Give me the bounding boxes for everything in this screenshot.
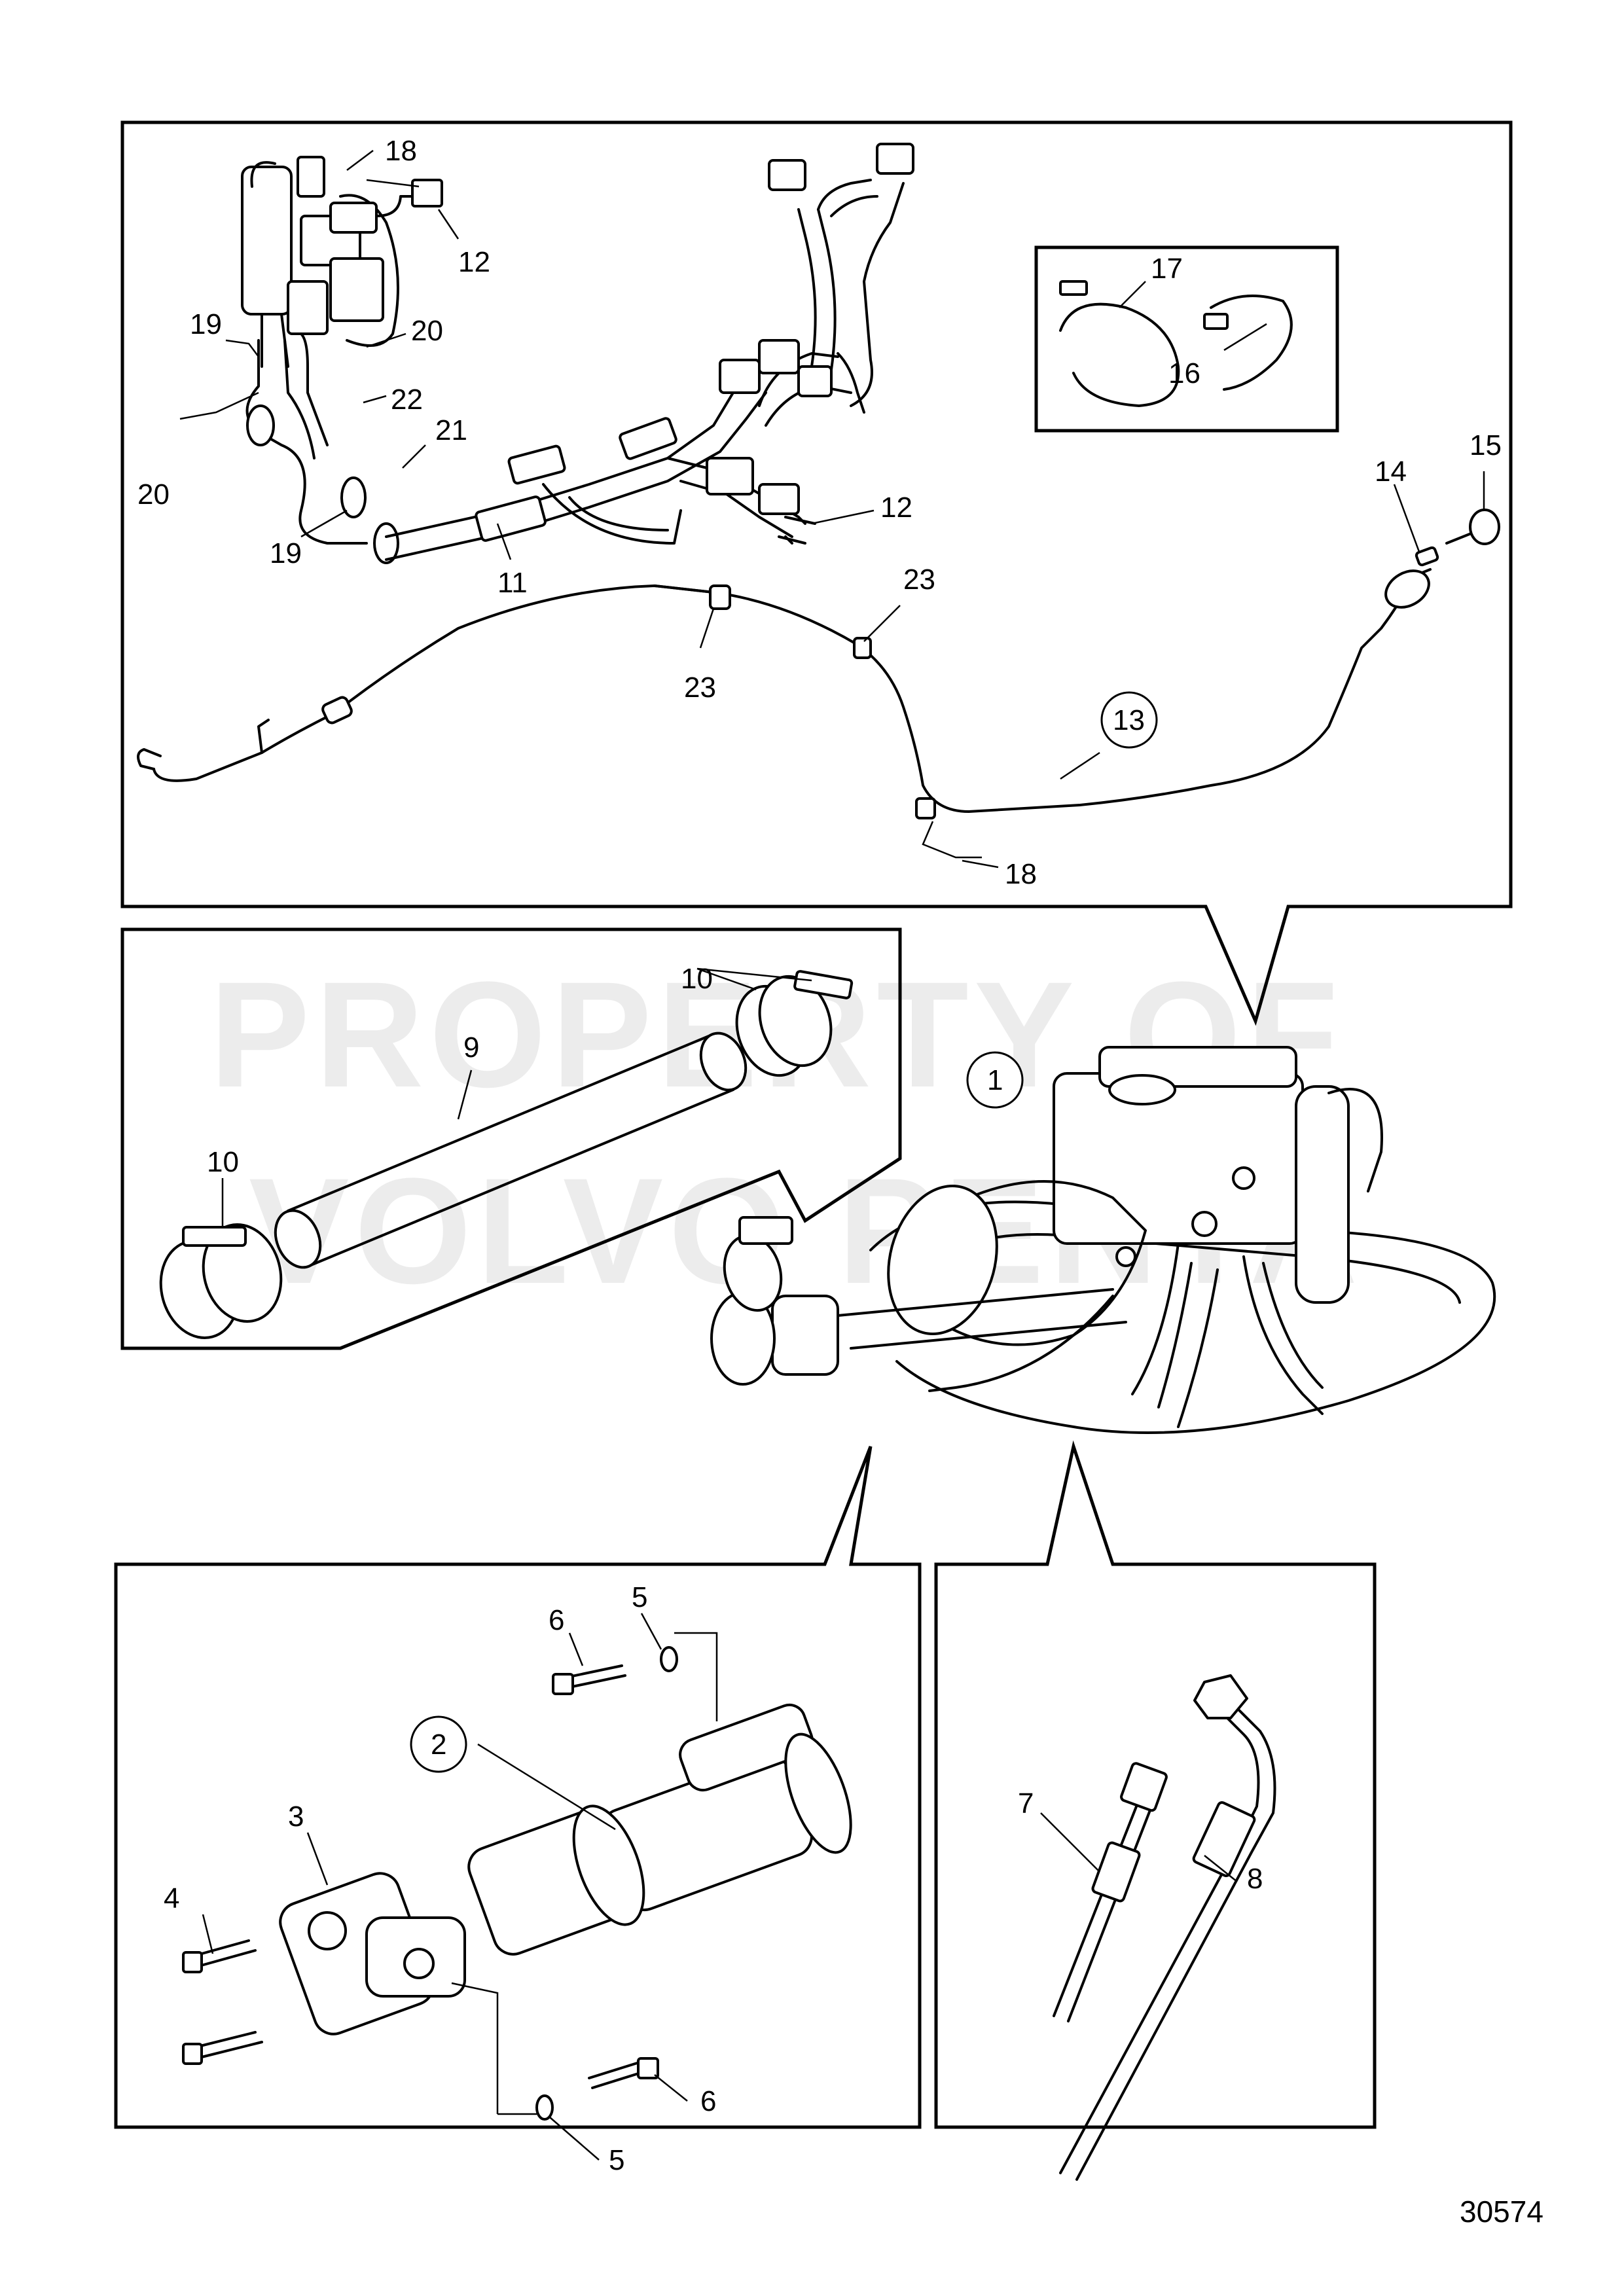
callout-18-bottom: 18 xyxy=(1005,858,1037,890)
cable-ties-box xyxy=(1034,245,1339,433)
callout-10-lower: 10 xyxy=(207,1146,239,1178)
callout-4: 4 xyxy=(164,1882,179,1914)
panel-pipes xyxy=(934,1440,1377,2181)
callout-3: 3 xyxy=(288,1801,304,1833)
pipe-7 xyxy=(1053,1762,1168,2022)
callout-7: 7 xyxy=(1018,1787,1034,1820)
callout-circle-2 xyxy=(410,1715,467,1773)
callout-23-right: 23 xyxy=(903,564,935,596)
callout-15: 15 xyxy=(1470,429,1502,461)
callout-19-upper: 19 xyxy=(190,308,222,340)
callout-2: 2 xyxy=(431,1729,446,1761)
callouts: 18 12 19 20 22 21 20 19 11 12 17 16 15 1… xyxy=(137,135,1502,2176)
main-assembly-1 xyxy=(710,1046,1496,1434)
bolts-6 xyxy=(552,1664,659,2089)
cable-13 xyxy=(137,568,1432,819)
callout-11: 11 xyxy=(497,567,528,599)
callout-21: 21 xyxy=(435,414,467,446)
callout-18-top: 18 xyxy=(385,135,417,167)
clamps-10-upper xyxy=(735,970,854,1077)
terminal-14-15 xyxy=(1415,509,1500,567)
panel-hose-clamps xyxy=(120,927,902,1350)
callout-6-lower: 6 xyxy=(700,2085,716,2117)
washers-5 xyxy=(535,1646,678,2121)
universal-joint-3 xyxy=(279,1872,466,2036)
callout-16: 16 xyxy=(1168,357,1200,389)
callout-5-upper: 5 xyxy=(632,1581,647,1613)
callout-13: 13 xyxy=(1113,704,1145,736)
control-unit-assembly xyxy=(241,156,443,564)
callout-8: 8 xyxy=(1247,1863,1263,1895)
main-harness-11 xyxy=(385,143,914,561)
callout-19-lower: 19 xyxy=(270,537,302,569)
callout-1: 1 xyxy=(987,1064,1003,1096)
document-number: 30574 xyxy=(1460,2195,1543,2229)
callout-6-upper: 6 xyxy=(549,1604,564,1636)
panel-propeller-shaft xyxy=(114,1446,922,2129)
hose-9 xyxy=(274,1031,748,1269)
callout-22: 22 xyxy=(391,384,423,416)
callout-20-left: 20 xyxy=(137,478,170,511)
callout-circle-1 xyxy=(966,1051,1024,1109)
bolts-4 xyxy=(182,1939,263,2065)
clamps-10-lower xyxy=(159,1223,283,1339)
callout-12-right: 12 xyxy=(880,492,912,524)
callout-9: 9 xyxy=(463,1031,479,1064)
callout-circle-13 xyxy=(1100,691,1158,749)
callout-23-left: 23 xyxy=(684,672,716,704)
callout-14: 14 xyxy=(1375,456,1407,488)
propeller-shaft-2 xyxy=(467,1703,852,1956)
leader-lines xyxy=(179,150,1485,2161)
pipe-8 xyxy=(1059,1674,1276,2181)
callout-17: 17 xyxy=(1151,253,1183,285)
panel-wiring-harness xyxy=(120,120,1513,1026)
callout-20-right: 20 xyxy=(411,315,443,347)
callout-12-top: 12 xyxy=(458,246,490,278)
callout-10-upper: 10 xyxy=(681,963,713,995)
callout-5-lower: 5 xyxy=(609,2144,624,2176)
